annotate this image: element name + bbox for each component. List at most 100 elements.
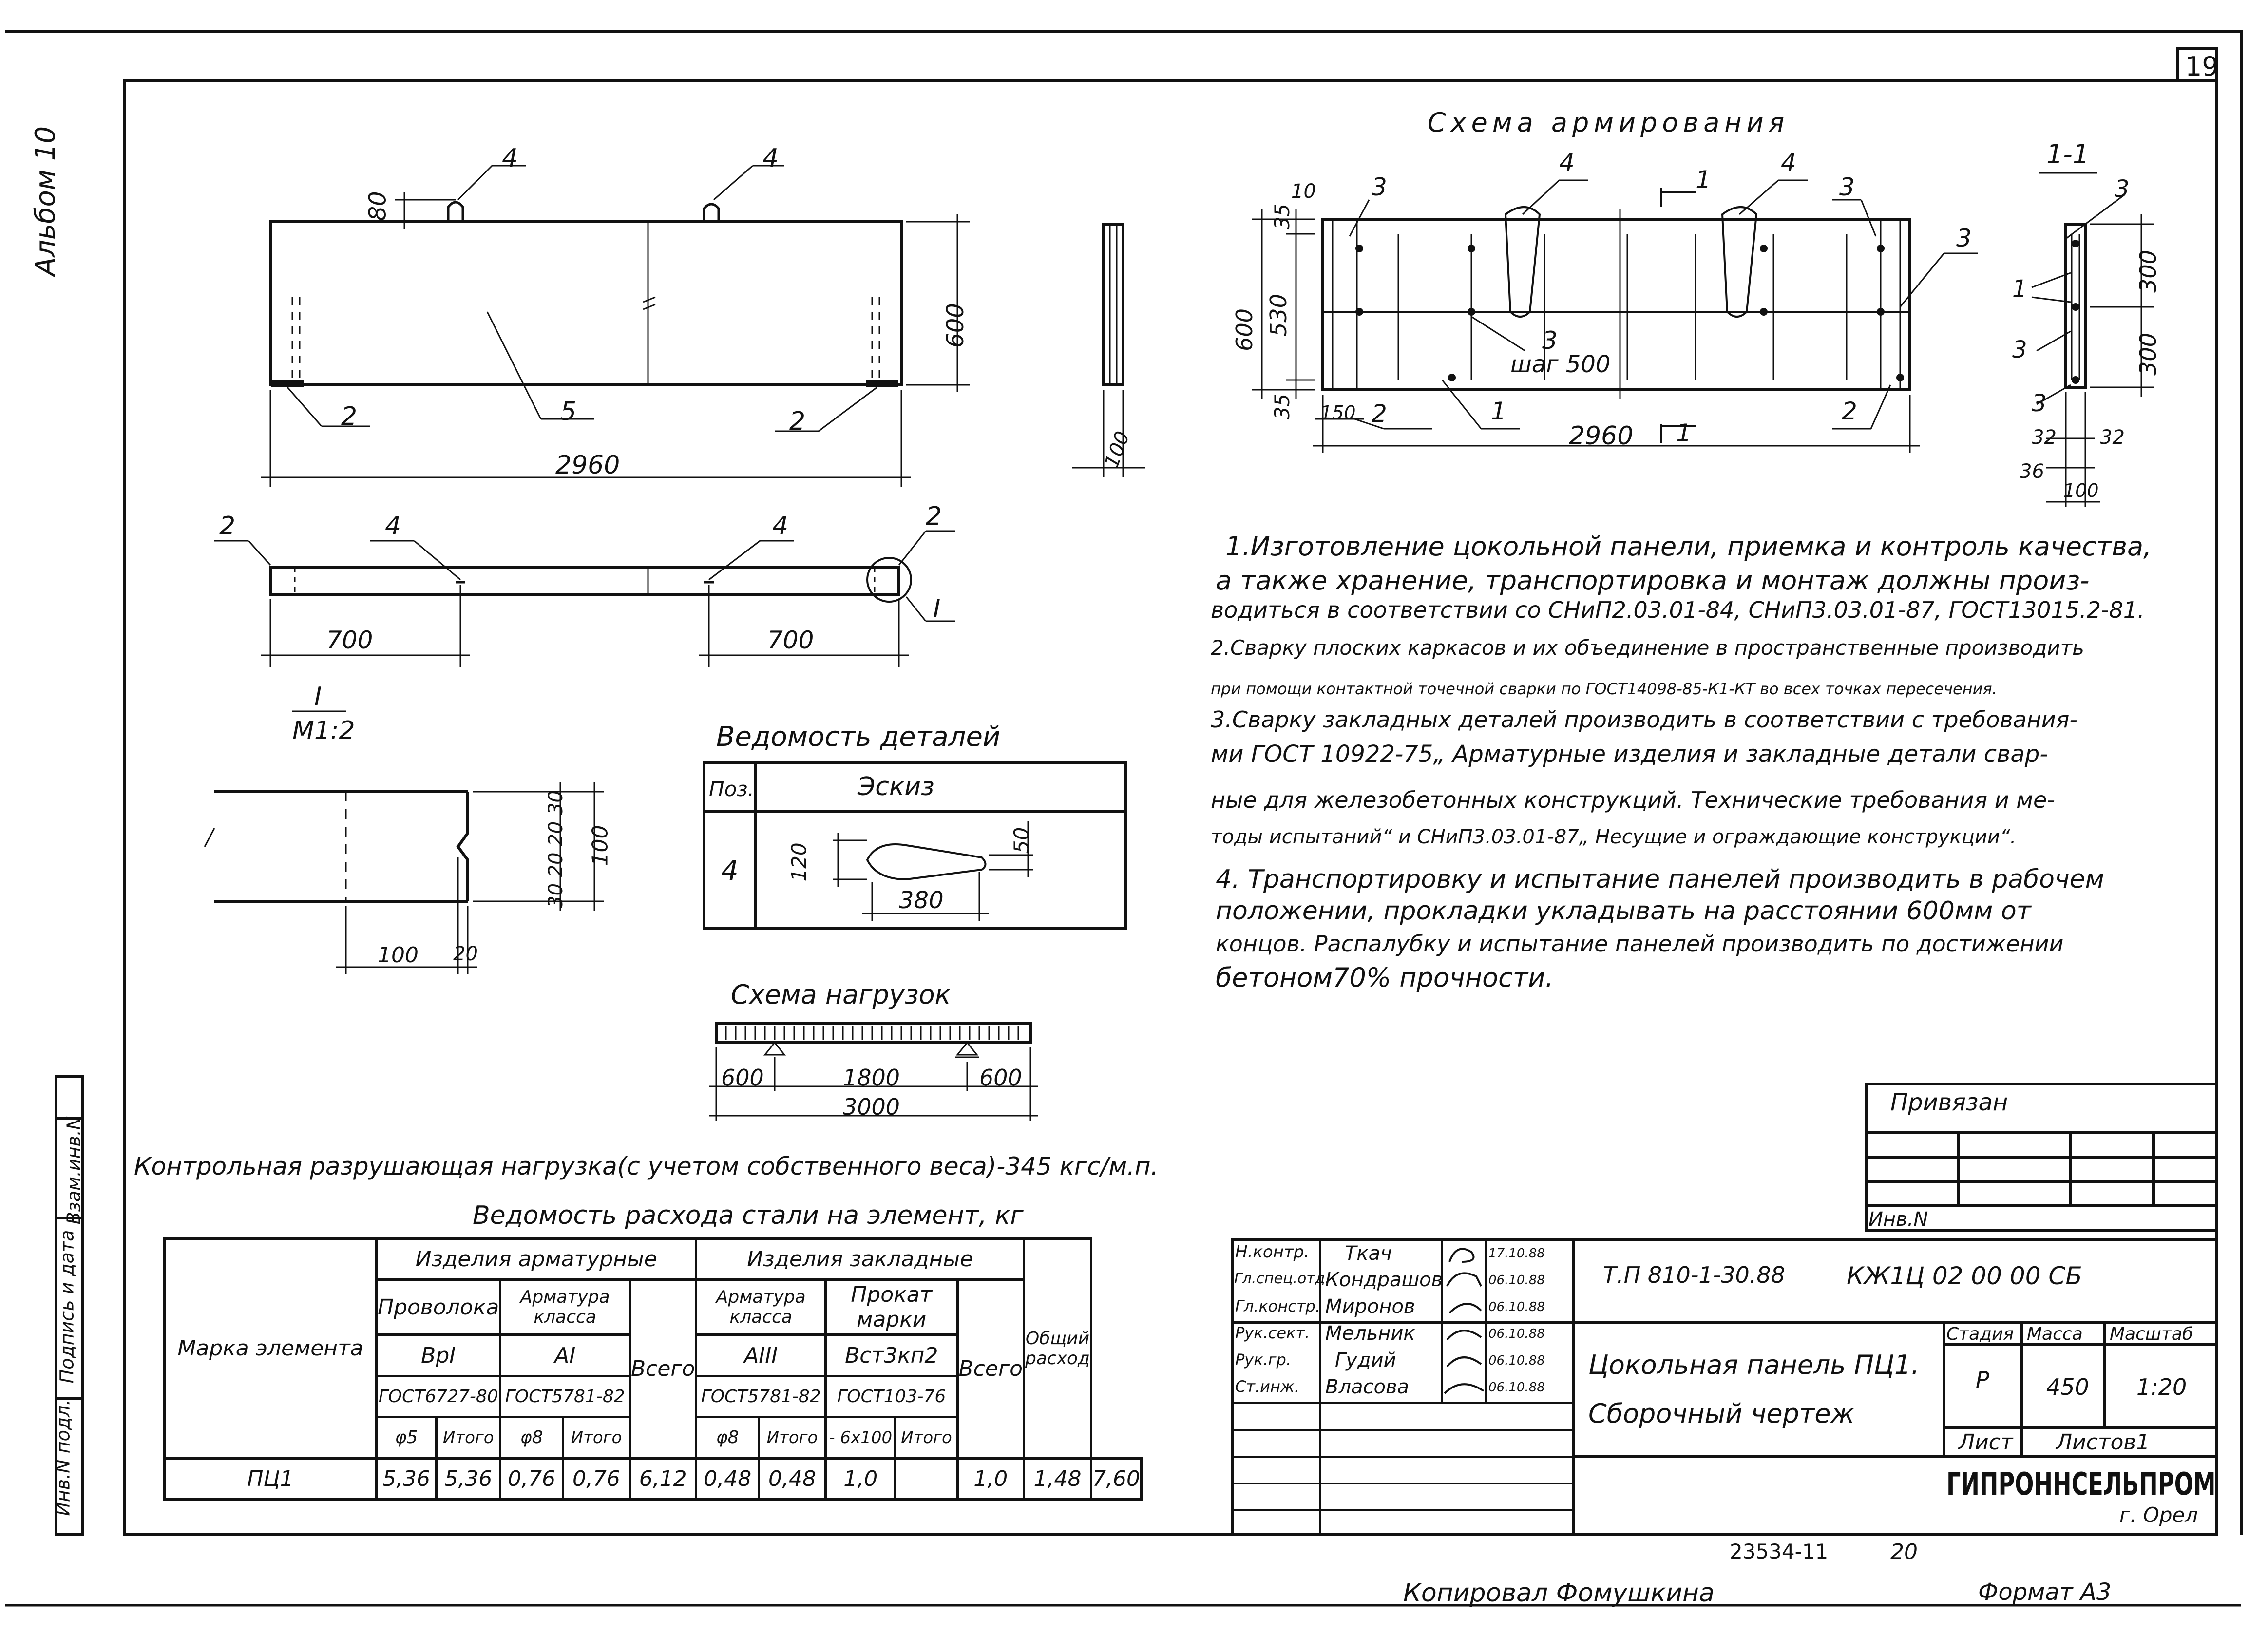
detail-dim-100h: 100 [378,943,419,968]
note-line-11: положении, прокладки укладывать на расст… [1216,896,2031,926]
tb-sheet-n: 20 [1890,1540,1918,1564]
steel-cell-marka: ПЦ1 [163,1457,378,1501]
tb-role-4: Рук.гр. [1235,1350,1292,1369]
steel-table: Марка элемента Изделия арматурные Издели… [163,1237,1143,1501]
front-pos-5: 5 [560,397,577,426]
steel-h-aiii: AIII [695,1333,827,1377]
tb-name-3: Мельник [1325,1322,1415,1345]
steel-h-gost3: ГОСТ5781-82 [695,1374,827,1419]
reinf-dim-530: 530 [1265,294,1292,337]
steel-h-itogo1: Итого [435,1416,502,1460]
tb-name-1: Кондрашов [1325,1269,1443,1291]
section-dim-36: 36 [2020,460,2044,483]
load-note: Контрольная разрушающая нагрузка(с учето… [134,1152,1159,1180]
reinf-pos-2b: 2 [1842,397,1857,425]
detail-dim-100v: 100 [588,825,613,866]
album-label: Альбом 10 [30,126,62,276]
steel-h-f8: φ8 [499,1416,564,1460]
steel-cell: 1,0 [824,1457,897,1501]
front-dim-80: 80 [364,191,392,221]
table-row: ПЦ1 5,36 5,36 0,76 0,76 6,12 0,48 0,48 1… [163,1457,1143,1501]
steel-h-armkl: Арматура класса [499,1278,631,1336]
tb-role-3: Рук.сект. [1235,1324,1310,1342]
load-dim-3000: 3000 [843,1094,900,1120]
plan-pos-2b: 2 [926,502,942,531]
steel-h-itogo3: Итого [757,1416,827,1460]
note-line-13: бетоном70% прочности. [1216,962,1554,993]
tb-name-5: Власова [1325,1376,1410,1398]
steel-h-ai: AI [499,1333,631,1377]
detail-dim-20: 20 [453,943,478,965]
tb-date-1: 06.10.88 [1488,1273,1545,1288]
steel-cell: 0,76 [499,1457,564,1501]
steel-cell: 1,0 [956,1457,1026,1501]
section-dim-300a: 300 [2135,250,2161,293]
reinf-pos-2a: 2 [1372,399,1387,428]
steel-h-vp: ВрI [375,1333,502,1377]
section-dim-32b: 32 [2100,426,2125,449]
reinf-dim-2960: 2960 [1569,421,1634,451]
details-col-pos: Поз. [709,777,754,801]
reinf-pos-1: 1 [1491,397,1506,425]
front-pos-2a: 2 [341,402,358,431]
tb-name-line2: Сборочный чертеж [1588,1398,1855,1429]
tb-inv-n: Инв.N [1868,1208,1928,1231]
plan-pos-2a: 2 [219,512,236,541]
load-scheme-title: Схема нагрузок [731,979,951,1010]
section-title: 1-1 [2046,139,2090,170]
steel-table-title: Ведомость расхода стали на элемент, кг [473,1201,1024,1230]
details-col-sketch: Эскиз [858,772,934,801]
steel-cell: 0,48 [757,1457,827,1501]
note-line-10: 4. Транспортировку и испытание панелей п… [1216,865,2104,894]
reinf-dim-10: 10 [1291,180,1316,203]
tb-name-line1: Цокольная панель ПЦ1. [1588,1350,1920,1380]
steel-h-f5: φ5 [375,1416,438,1460]
plan-pos-4a: 4 [385,512,401,541]
footer-format: Формат А3 [1978,1578,2112,1606]
tb-masshtab: 1:20 [2136,1374,2187,1400]
steel-h-arm: Изделия арматурные [375,1237,698,1281]
note-line-9: тоды испытаний“ и СНиП3.03.01-87„ Несущи… [1211,826,2017,848]
load-dim-600a: 600 [721,1065,764,1091]
front-pos-4b: 4 [762,144,779,173]
tb-name-0: Ткач [1345,1242,1392,1265]
plan-dim-700b: 700 [767,626,814,654]
steel-h-obshchiy: Общий расход [1023,1237,1092,1460]
steel-h-itogo2: Итого [561,1416,631,1460]
note-line-3: водиться в соответствии со СНиП2.03.01-8… [1211,597,2145,623]
steel-h-vst: Вст3кп2 [824,1333,959,1377]
tb-date-5: 06.10.88 [1488,1380,1545,1395]
reinf-pos-3d: 3 [1542,326,1558,355]
note-line-5: при помощи контактной точечной сварки по… [1211,680,1997,698]
steel-cell: 1,48 [1023,1457,1092,1501]
front-dim-600: 600 [941,303,969,348]
reinf-pos-4b: 4 [1781,149,1796,177]
reinf-sect-mark-bot: 1 [1676,419,1692,447]
steel-cell: 0,48 [695,1457,760,1501]
detail-title: I [314,682,322,711]
steel-h-prokat: Прокат марки [824,1278,959,1336]
plan-dim-700a: 700 [326,626,373,654]
section-pos-1: 1 [2012,275,2027,303]
detail-dim-stack: 30 20 20 30 [544,790,567,908]
reinf-pos-3a: 3 [1372,173,1387,201]
steel-h-vsego: Всего [628,1278,698,1460]
steel-h-6x100: - 6х100 [824,1416,897,1460]
tb-city: г. Орел [2119,1503,2198,1527]
details-table-title: Ведомость деталей [716,721,1001,753]
tb-role-0: Н.контр. [1235,1242,1310,1262]
steel-h-zakl: Изделия закладные [695,1237,1026,1281]
reinf-dim-35-top: 35 [1270,203,1295,230]
reinf-sect-mark-top: 1 [1696,166,1711,194]
footer-copied: Копировал Фомушкина [1403,1578,1715,1608]
note-line-6: 3.Сварку закладных деталей производить в… [1211,706,2077,733]
steel-h-itogo4: Итого [894,1416,959,1460]
load-dim-600b: 600 [979,1065,1022,1091]
section-pos-3a: 3 [2115,175,2130,203]
steel-cell: 7,60 [1089,1457,1143,1501]
tb-massa-h: Масса [2027,1324,2083,1344]
details-row-pos: 4 [721,855,739,887]
reinf-pos-4a: 4 [1559,149,1575,177]
steel-cell: 6,12 [628,1457,698,1501]
